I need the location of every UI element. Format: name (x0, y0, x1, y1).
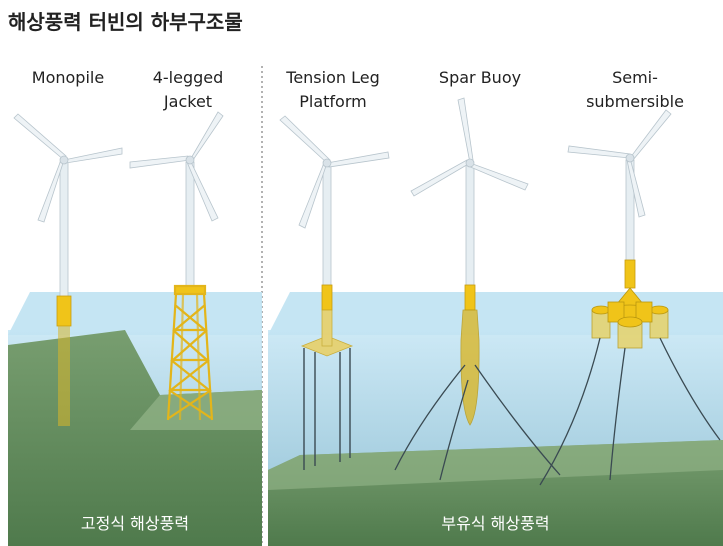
label-monopile: Monopile (8, 66, 128, 90)
jacket-foundation (166, 284, 214, 421)
label-semisub-line2: submersible (586, 92, 684, 111)
monopile-underwater (58, 326, 70, 426)
label-tlp-line1: Tension Leg (286, 68, 380, 87)
label-jacket-line2: Jacket (163, 92, 213, 111)
fixed-seabed-step (130, 390, 262, 430)
label-spar: Spar Buoy (420, 66, 540, 90)
label-jacket: 4-legged Jacket (128, 66, 248, 114)
label-tlp-line2: Platform (299, 92, 367, 111)
semisub-platform (591, 287, 669, 349)
label-semisub: Semi- submersible (570, 66, 700, 114)
monopile-foundation (56, 295, 72, 327)
page-title: 해상풍력 터빈의 하부구조물 (8, 10, 243, 34)
label-fixed-group: 고정식 해상풍력 (80, 514, 190, 533)
tlp-rotor (279, 115, 390, 229)
spar-hull (460, 309, 480, 426)
fixed-panel (8, 111, 262, 546)
floating-panel (268, 97, 723, 546)
jacket-rotor (129, 111, 224, 222)
floating-seabed-top (268, 440, 723, 490)
tlp-platform (300, 309, 354, 357)
label-semisub-line1: Semi- (612, 68, 658, 87)
tlp-tower (322, 164, 332, 286)
tlp-tendons (303, 348, 351, 470)
label-monopile-line1: Monopile (31, 68, 105, 87)
label-spar-line1: Spar Buoy (438, 68, 522, 87)
fixed-seabed (8, 330, 262, 546)
semisub-column (624, 259, 636, 289)
spar-tower (465, 164, 475, 286)
fixed-water-surface (8, 292, 262, 335)
monopile-rotor (13, 113, 123, 223)
jacket-tower (185, 161, 195, 288)
monopile-tower (59, 161, 69, 298)
label-tlp: Tension Leg Platform (268, 66, 398, 114)
semisub-rotor (567, 109, 672, 218)
semisub-mooring (539, 337, 721, 486)
spar-column (464, 284, 476, 311)
label-floating-group: 부유식 해상풍력 (441, 514, 550, 533)
tlp-column (321, 284, 333, 311)
label-jacket-line1: 4-legged (152, 68, 224, 87)
spar-rotor (410, 97, 529, 197)
